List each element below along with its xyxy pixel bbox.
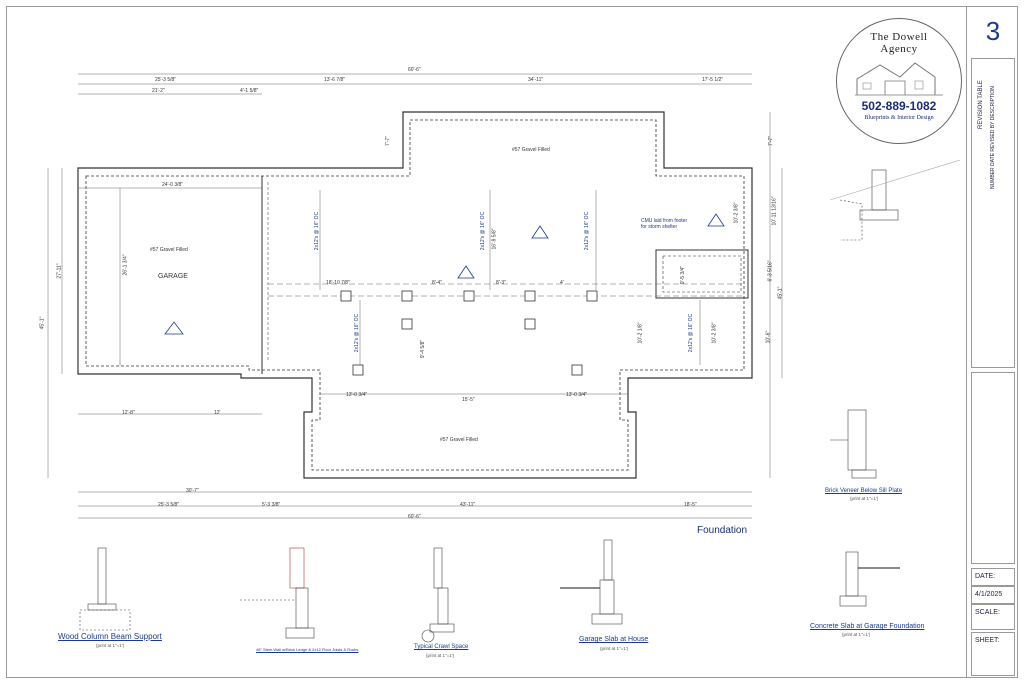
bump-out-wall (311, 378, 629, 412)
revision-table: REVISION TABLE NUMBER DATE REVISED BY DE… (971, 58, 1015, 368)
pier (340, 290, 352, 302)
gravel-label-top: #57 Gravel Filled (512, 147, 550, 153)
pier (571, 364, 583, 376)
crawl-space-title: Typical Crawl Space (414, 644, 469, 650)
pier (524, 290, 536, 302)
pier (352, 364, 364, 376)
sheet-number-box: 3 (985, 16, 1001, 46)
concrete-slab-print: (print at 1"=1') (842, 632, 871, 637)
date-value: 4/1/2025 (971, 586, 1015, 604)
crawl-space-print: (print at 1"=1') (426, 653, 455, 658)
gravel-label-garage: #57 Gravel Filled (150, 247, 188, 253)
dim-lower-b: 12' (214, 410, 221, 416)
logo-phone: 502-889-1082 (861, 99, 937, 113)
concrete-slab-detail (839, 551, 900, 607)
brick-veneer-print: (print at 1"=1') (850, 496, 879, 501)
section-marker-icon (164, 321, 184, 335)
notes-box (971, 372, 1015, 564)
storm-shelter-wall (655, 249, 749, 299)
foundation-outline-outer (77, 111, 753, 479)
section-marker-icon (457, 265, 475, 279)
dim-bottom-a: 30'-7" (186, 488, 199, 494)
gravel-label-bottom: #57 Gravel Filled (440, 437, 478, 443)
garage-label: GARAGE (158, 273, 188, 280)
foundation-outline-inner (85, 119, 745, 471)
detail-drawings (79, 159, 960, 643)
revision-table-title: REVISION TABLE (978, 80, 984, 129)
section-marker-icon (707, 213, 725, 227)
dim-top-right-b: 17'-5 1/2" (702, 77, 724, 83)
dim-bump-c: 13'-0 3/4" (566, 392, 588, 398)
dim-top-left: 25'-3 5/8" (155, 77, 177, 83)
dim-overall-bottom: 60'-6" (408, 514, 421, 520)
storm-shelter-inner (662, 255, 742, 293)
revision-table-columns: NUMBER DATE REVISED BY DESCRIPTION (990, 86, 996, 189)
garage-slab-print: (print at 1"=1') (600, 646, 629, 651)
dim-bottom-b2: 5'-3 3/8" (262, 502, 281, 508)
dim-garage-w: 24'-0 3/8" (162, 182, 184, 188)
wood-column-title: Wood Column Beam Support (58, 632, 162, 641)
logo-subtitle: Blueprints & Interior Design (864, 115, 934, 121)
brick-veneer-title: Brick Veneer Below Sill Plate (825, 488, 903, 494)
date-label: DATE: (971, 568, 1015, 586)
dim-overall-top: 60'-6" (408, 67, 421, 73)
wood-column-print: (print at 1"=1') (96, 643, 125, 648)
wood-column-detail (79, 547, 131, 631)
dim-top-mid: 13'-6 7/8" (324, 77, 346, 83)
dim-top-right-a: 34'-11" (528, 77, 544, 83)
section-marker-icon (531, 225, 549, 239)
garage-slab-title: Garage Slab at House (579, 636, 649, 643)
brick-veneer-detail (830, 409, 877, 479)
piers (340, 290, 598, 376)
stem-wall-title: 48" Stem Wall w/Brick Ledge & 2x12 Floor… (256, 647, 359, 652)
garage-slab-detail (560, 539, 623, 625)
pier (524, 318, 536, 330)
scale-label: SCALE: (971, 604, 1015, 630)
pier (586, 290, 598, 302)
foundation-plan (47, 73, 783, 519)
dim-beam-c: 8'-3" (496, 280, 506, 286)
concrete-slab-title: Concrete Slab at Garage Foundation (810, 623, 925, 630)
dim-beam-b: 8'-4" (432, 280, 442, 286)
dim-sub-a: 21'-2" (152, 88, 165, 94)
dim-bottom-b3: 43'-11" (460, 502, 476, 508)
plan-title: Foundation (697, 525, 748, 536)
crawl-space-detail (421, 547, 455, 643)
pier (401, 290, 413, 302)
dim-beam-a: 18'-10 7/8" (326, 280, 350, 286)
title-block: 3 REVISION TABLE NUMBER DATE REVISED BY … (966, 6, 1018, 678)
sheet-label: SHEET: (971, 632, 1015, 676)
dim-sub-b: 4'-1 5/8" (240, 88, 259, 94)
dim-bottom-b1: 25'-3 5/8" (158, 502, 180, 508)
stem-wall-detail (240, 547, 315, 639)
dim-bottom-b4: 18'-5" (684, 502, 697, 508)
pier (463, 290, 475, 302)
dim-bump-a: 13'-0 3/4" (346, 392, 368, 398)
dim-bump-b: 15'-5" (462, 397, 475, 403)
dim-lower-a: 12'-8" (122, 410, 135, 416)
drawing-sheet (6, 6, 1018, 678)
house-sketch-icon (855, 62, 943, 96)
wall-footing-detail (829, 159, 960, 241)
pier (401, 318, 413, 330)
dim-beam-d: 4' (560, 280, 564, 286)
